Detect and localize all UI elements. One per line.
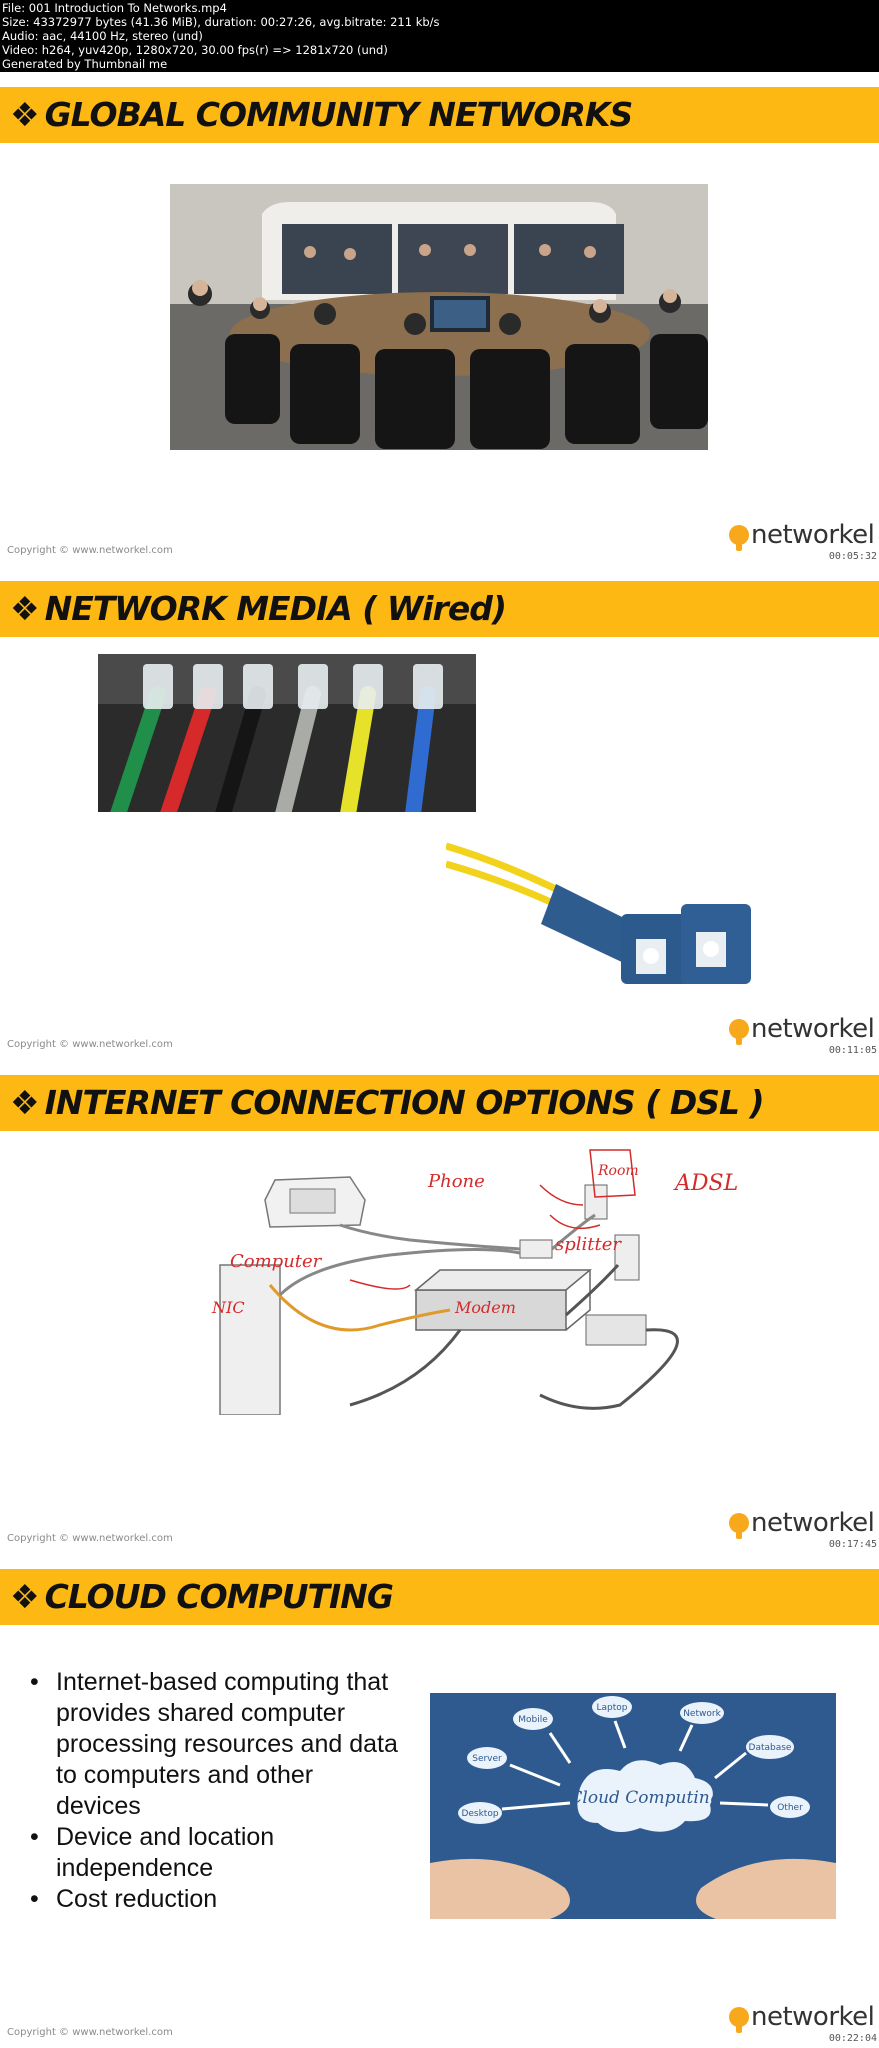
fiber-optic-connector-photo xyxy=(446,834,776,1002)
timestamp: 00:11:05 xyxy=(828,1045,877,1056)
bullet-point: Device and location independence xyxy=(30,1822,400,1884)
diamond-bullet-icon: ❖ xyxy=(10,589,40,628)
diamond-bullet-icon: ❖ xyxy=(10,1083,40,1122)
cloud-label-center: Cloud Computing xyxy=(569,1788,720,1808)
timestamp: 00:17:45 xyxy=(828,1539,877,1550)
cloud-label-network: Network xyxy=(683,1709,721,1719)
timestamp: 00:05:32 xyxy=(828,551,877,562)
networkel-logo: networkel xyxy=(729,1014,875,1046)
file-info-line: Audio: aac, 44100 Hz, stereo (und) xyxy=(2,29,203,43)
slide-title: NETWORK MEDIA ( Wired) xyxy=(44,589,507,628)
networkel-logo: networkel xyxy=(729,520,875,552)
dsl-label-computer: Computer xyxy=(230,1251,323,1272)
cloud-computing-illustration: Mobile Laptop Network Server Database De… xyxy=(430,1693,836,1919)
file-info-line: File: 001 Introduction To Networks.mp4 xyxy=(2,1,227,15)
cloud-label-other: Other xyxy=(777,1803,803,1813)
bullet-point: Cost reduction xyxy=(30,1884,400,1915)
cloud-label-server: Server xyxy=(472,1754,502,1764)
file-info-line: Generated by Thumbnail me xyxy=(2,57,168,71)
slide-internet-connection-dsl: ❖INTERNET CONNECTION OPTIONS ( DSL ) Pho… xyxy=(0,1060,879,1554)
slide-title: CLOUD COMPUTING xyxy=(44,1577,394,1616)
dsl-label-adsl: ADSL xyxy=(673,1171,738,1196)
slide-cloud-computing: ❖CLOUD COMPUTING Internet-based computin… xyxy=(0,1554,879,2048)
copyright-text: Copyright © www.networkel.com xyxy=(7,1533,173,1544)
video-conference-photo xyxy=(170,184,708,450)
copyright-text: Copyright © www.networkel.com xyxy=(7,2027,173,2038)
lightbulb-icon xyxy=(729,2007,749,2033)
dsl-label-splitter: splitter xyxy=(555,1234,622,1255)
lightbulb-icon xyxy=(729,1513,749,1539)
dsl-label-room: Room xyxy=(597,1163,639,1179)
ethernet-cables-photo xyxy=(98,654,476,812)
dsl-label-phone: Phone xyxy=(427,1171,485,1192)
networkel-logo: networkel xyxy=(729,2002,875,2034)
file-info-header: File: 001 Introduction To Networks.mp4 S… xyxy=(0,0,879,72)
slide-global-community-networks: ❖GLOBAL COMMUNITY NETWORKS xyxy=(0,72,879,566)
dsl-label-modem: Modem xyxy=(454,1298,516,1317)
cloud-label-laptop: Laptop xyxy=(597,1703,628,1713)
lightbulb-icon xyxy=(729,525,749,551)
networkel-logo: networkel xyxy=(729,1508,875,1540)
slide-title: GLOBAL COMMUNITY NETWORKS xyxy=(44,95,634,134)
cloud-label-mobile: Mobile xyxy=(518,1715,548,1725)
dsl-label-nic: NIC xyxy=(211,1298,245,1317)
slide-network-media-wired: ❖NETWORK MEDIA ( Wired) xyxy=(0,566,879,1060)
bullet-point: Internet-based computing that provides s… xyxy=(30,1667,400,1822)
diamond-bullet-icon: ❖ xyxy=(10,1577,40,1616)
copyright-text: Copyright © www.networkel.com xyxy=(7,1039,173,1050)
cloud-label-desktop: Desktop xyxy=(461,1809,498,1819)
cloud-computing-bullet-list: Internet-based computing that provides s… xyxy=(30,1667,400,1915)
lightbulb-icon xyxy=(729,1019,749,1045)
file-info-line: Size: 43372977 bytes (41.36 MiB), durati… xyxy=(2,15,440,29)
dsl-connection-diagram: Phone Computer NIC splitter Modem ADSL R… xyxy=(200,1145,790,1415)
slide-title: INTERNET CONNECTION OPTIONS ( DSL ) xyxy=(44,1083,765,1122)
file-info-line: Video: h264, yuv420p, 1280x720, 30.00 fp… xyxy=(2,43,388,57)
slide-title-banner: ❖INTERNET CONNECTION OPTIONS ( DSL ) xyxy=(0,1075,879,1131)
slide-title-banner: ❖NETWORK MEDIA ( Wired) xyxy=(0,581,879,637)
copyright-text: Copyright © www.networkel.com xyxy=(7,545,173,556)
diamond-bullet-icon: ❖ xyxy=(10,95,40,134)
timestamp: 00:22:04 xyxy=(828,2033,877,2044)
cloud-label-database: Database xyxy=(749,1743,792,1753)
slide-title-banner: ❖CLOUD COMPUTING xyxy=(0,1569,879,1625)
slide-title-banner: ❖GLOBAL COMMUNITY NETWORKS xyxy=(0,87,879,143)
